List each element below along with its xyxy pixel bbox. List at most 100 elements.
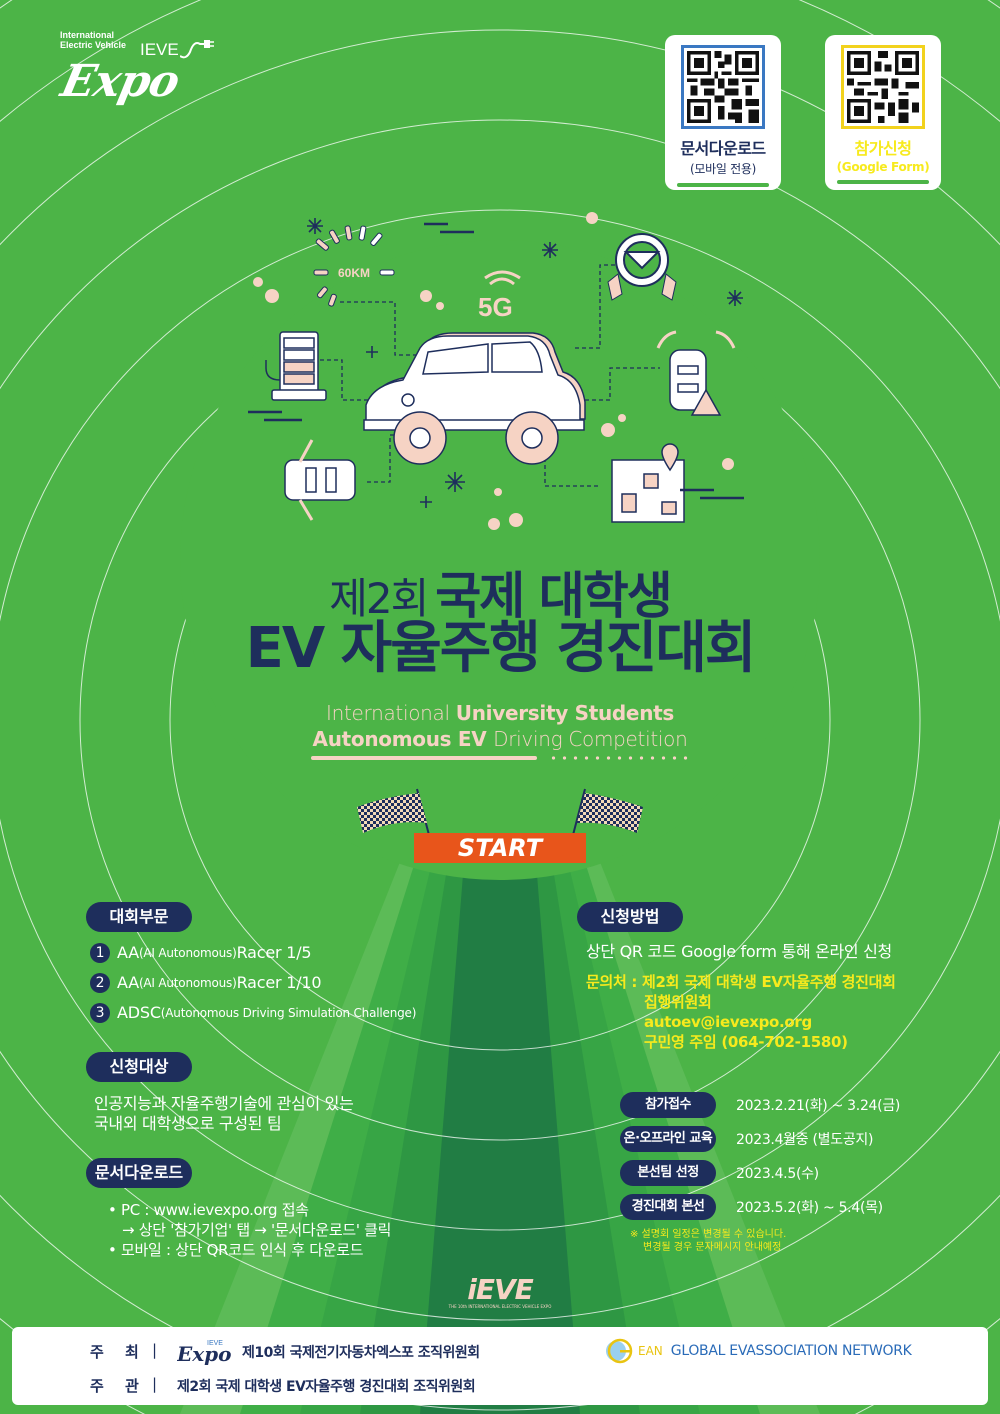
en-title-light-2: Driving Competition [493, 727, 688, 751]
schedule-row: 경진대회 본선 2023.5.2(화) ~ 5.4(목) [620, 1194, 920, 1220]
title-line2: EV 자율주행 경진대회 [245, 616, 757, 681]
number-badge: 1 [90, 943, 110, 963]
eligibility-line2: 국내외 대학생으로 구성된 팀 [94, 1114, 282, 1133]
download-line2: → 상단 '참가기업' 탭 → '문서다운로드' 클릭 [122, 1221, 392, 1239]
note-line2: 변경될 경우 문자메시지 안내예정 [643, 1242, 782, 1253]
contact-email-link[interactable]: autoev@ievexpo.org [644, 1013, 812, 1031]
footer-panel: 주 최 | Expo IEVE 제10회 국제전기자동차엑스포 조직위원회 EA… [12, 1327, 988, 1405]
schedule-value: 2023.4.5(수) [736, 1166, 819, 1182]
car-icon [363, 332, 586, 465]
logo-expo: Expo [56, 56, 184, 107]
category-code: AA [117, 943, 139, 962]
ieve-logo-text: iEVE [467, 1273, 534, 1306]
map-pin-icon [611, 443, 685, 523]
qr-card-bar [677, 183, 769, 187]
gean-globe-icon [602, 1337, 638, 1365]
category-item: 3 ADSC(Autonomous Driving Simulation Cha… [90, 998, 416, 1028]
ieve-expo-logo[interactable]: International Electric Vehicle IEVE Expo [56, 30, 220, 110]
download-line1: • PC : www.ievexpo.org 접속 [108, 1201, 309, 1219]
category-desc: (AI Autonomous) [138, 976, 237, 990]
en-title-light-1: International [325, 701, 456, 725]
contact-label: 문의처 : [586, 973, 643, 991]
en-title-bold-2: Autonomous EV [312, 727, 494, 751]
host-label: 주 최 [90, 1343, 147, 1361]
organizer-label: 주 관 [90, 1377, 147, 1395]
svg-text:Expo: Expo [177, 1342, 232, 1365]
svg-text:60KM: 60KM [338, 266, 370, 280]
logo-ieve: IEVE [140, 40, 179, 59]
english-title: International University Students Autono… [0, 700, 1000, 752]
eligibility-text: 인공지능과 자율주행기술에 관심이 있는 국내외 대학생으로 구성된 팀 [94, 1094, 354, 1134]
qr-card-title: 참가신청 [854, 139, 912, 158]
apply-method: 상단 QR 코드 Google form 통해 온라인 신청 [586, 942, 892, 961]
logo-line1: International [60, 30, 115, 40]
category-code: AA [117, 973, 139, 992]
ieve-logo-tagline: THE 10th INTERNATIONAL ELECTRIC VEHICLE … [448, 1304, 552, 1309]
schedule-row: 본선팀 선정 2023.4.5(수) [620, 1160, 920, 1186]
logo-line2: Electric Vehicle [60, 40, 127, 50]
qr-code-icon[interactable] [681, 45, 765, 129]
schedule-note: ※ 설명회 일정은 변경될 수 있습니다. 변경될 경우 문자메시지 안내예정 [630, 1228, 786, 1254]
schedule-label: 본선팀 선정 [620, 1160, 716, 1186]
sensor-device-icon [669, 349, 722, 416]
autonomous-car-illustration: 60KM 5G [248, 212, 744, 530]
contact-org: 제2회 국제 대학생 EV자율주행 경진대회 [642, 973, 896, 991]
contact-phone: 구민영 주임 (064-702-1580) [644, 1033, 848, 1051]
title-underline [311, 756, 537, 760]
organizer-separator: | [152, 1375, 158, 1393]
plug-icon [180, 40, 214, 59]
category-desc: (AI Autonomous) [138, 946, 237, 960]
gean-logo: EAN GLOBAL EVASSOCIATION NETWORK [602, 1337, 912, 1365]
qr-card-document-download[interactable]: 문서다운로드 (모바일 전용) [665, 35, 781, 190]
schedule-row: 온·오프라인 교육 2023.4월중 (별도공지) [620, 1126, 920, 1152]
eligibility-label: 신청대상 [86, 1052, 192, 1082]
schedule-value: 2023.4월중 (별도공지) [736, 1132, 874, 1148]
host-separator: | [152, 1341, 158, 1359]
parking-sensor-icon [284, 439, 356, 521]
categories-label: 대회부문 [86, 902, 192, 932]
checkered-flags-icon [357, 788, 643, 836]
qr-card-subtitle: (모바일 전용) [690, 162, 756, 176]
qr-card-subtitle: (Google Form) [836, 160, 930, 174]
en-title-bold-1: University Students [455, 701, 675, 725]
schedule-label: 경진대회 본선 [620, 1194, 716, 1220]
category-code: ADSC [117, 1003, 161, 1022]
schedule-label: 참가접수 [620, 1092, 716, 1118]
qr-card-bar [837, 180, 929, 184]
qr-card-apply[interactable]: 참가신청 (Google Form) [825, 35, 941, 190]
organizer-org: 제2회 국제 대학생 EV자율주행 경진대회 조직위원회 [177, 1379, 476, 1395]
download-line3: • 모바일 : 상단 QR코드 인식 후 다운로드 [108, 1241, 364, 1259]
schedule-value: 2023.2.21(화) ~ 3.24(금) [736, 1098, 901, 1114]
title-dots [548, 756, 688, 760]
charger-icon [265, 331, 327, 401]
category-tail: Racer 1/5 [236, 943, 312, 962]
gean-name: GLOBAL EVASSOCIATION NETWORK [670, 1343, 912, 1359]
schedule-row: 참가접수 2023.2.21(화) ~ 3.24(금) [620, 1092, 920, 1118]
ieve-bottom-logo: iEVE THE 10th INTERNATIONAL ELECTRIC VEH… [440, 1276, 560, 1310]
category-tail: Racer 1/10 [236, 973, 322, 992]
category-desc: (Autonomous Driving Simulation Challenge… [160, 1006, 417, 1020]
note-line1: ※ 설명회 일정은 변경될 수 있습니다. [630, 1229, 787, 1240]
steering-wheel-icon [607, 233, 677, 301]
contact-info: 문의처 : 제2회 국제 대학생 EV자율주행 경진대회 집행위원회 autoe… [586, 972, 896, 1052]
category-item: 1 AA(AI Autonomous) Racer 1/5 [90, 938, 416, 968]
start-banner: START [414, 833, 586, 863]
apply-label: 신청방법 [577, 902, 683, 932]
host-org: 제10회 국제전기자동차엑스포 조직위원회 [242, 1345, 480, 1361]
download-instructions: • PC : www.ievexpo.org 접속 → 상단 '참가기업' 탭 … [108, 1200, 391, 1260]
expo-mini-logo: Expo IEVE [176, 1335, 237, 1366]
categories-list: 1 AA(AI Autonomous) Racer 1/5 2 AA(AI Au… [90, 938, 416, 1028]
eligibility-line1: 인공지능과 자율주행기술에 관심이 있는 [94, 1094, 354, 1113]
schedule-label: 온·오프라인 교육 [620, 1126, 716, 1152]
svg-text:IEVE: IEVE [207, 1340, 223, 1347]
svg-text:5G: 5G [478, 292, 513, 322]
qr-code-icon[interactable] [841, 45, 925, 129]
number-badge: 3 [90, 1003, 110, 1023]
category-item: 2 AA(AI Autonomous) Racer 1/10 [90, 968, 416, 998]
contact-org2: 집행위원회 [644, 993, 712, 1011]
schedule-value: 2023.5.2(화) ~ 5.4(목) [736, 1200, 883, 1216]
speedometer-icon [313, 225, 395, 307]
gean-ean: EAN [638, 1344, 663, 1358]
download-label: 문서다운로드 [86, 1158, 192, 1188]
